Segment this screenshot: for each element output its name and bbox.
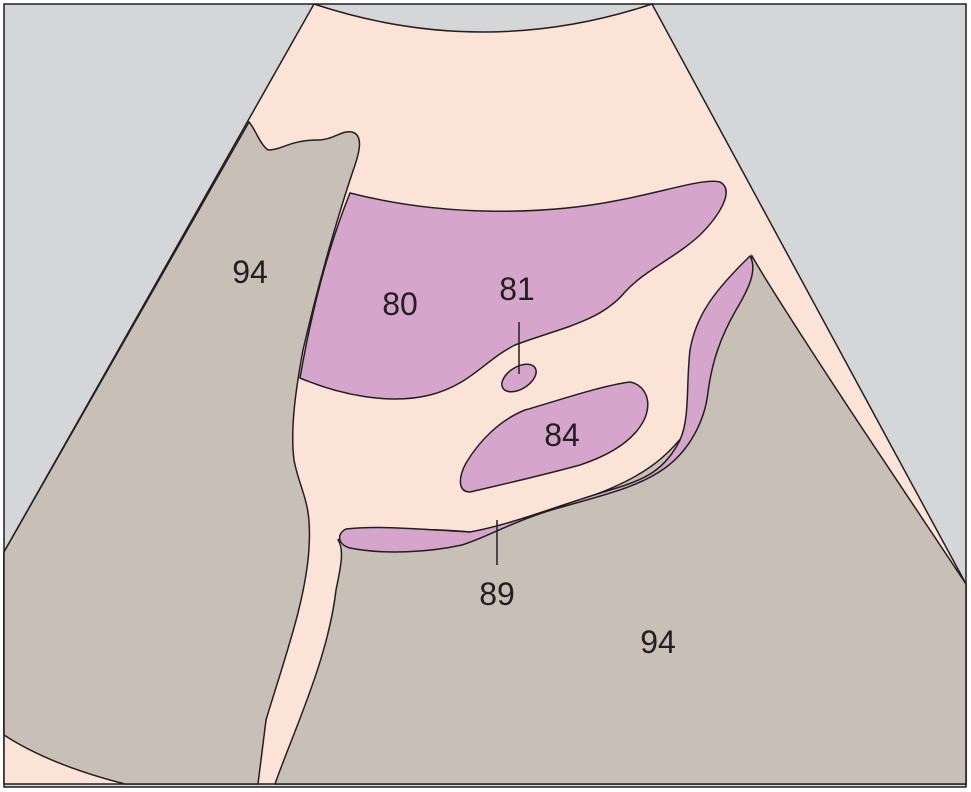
middle-purple-structure [459, 381, 649, 493]
label-left-region: 94 [232, 254, 268, 290]
lower-purple-strip [338, 254, 754, 553]
label-small-structure: 81 [499, 271, 535, 307]
upper-purple-structure [299, 180, 727, 400]
label-upper-structure: 80 [382, 286, 418, 322]
label-middle-structure: 84 [544, 417, 580, 453]
label-right-region: 94 [640, 624, 676, 660]
left-gray-region [3, 120, 361, 785]
label-lower-strip: 89 [479, 576, 515, 612]
small-oval-structure [501, 363, 537, 393]
